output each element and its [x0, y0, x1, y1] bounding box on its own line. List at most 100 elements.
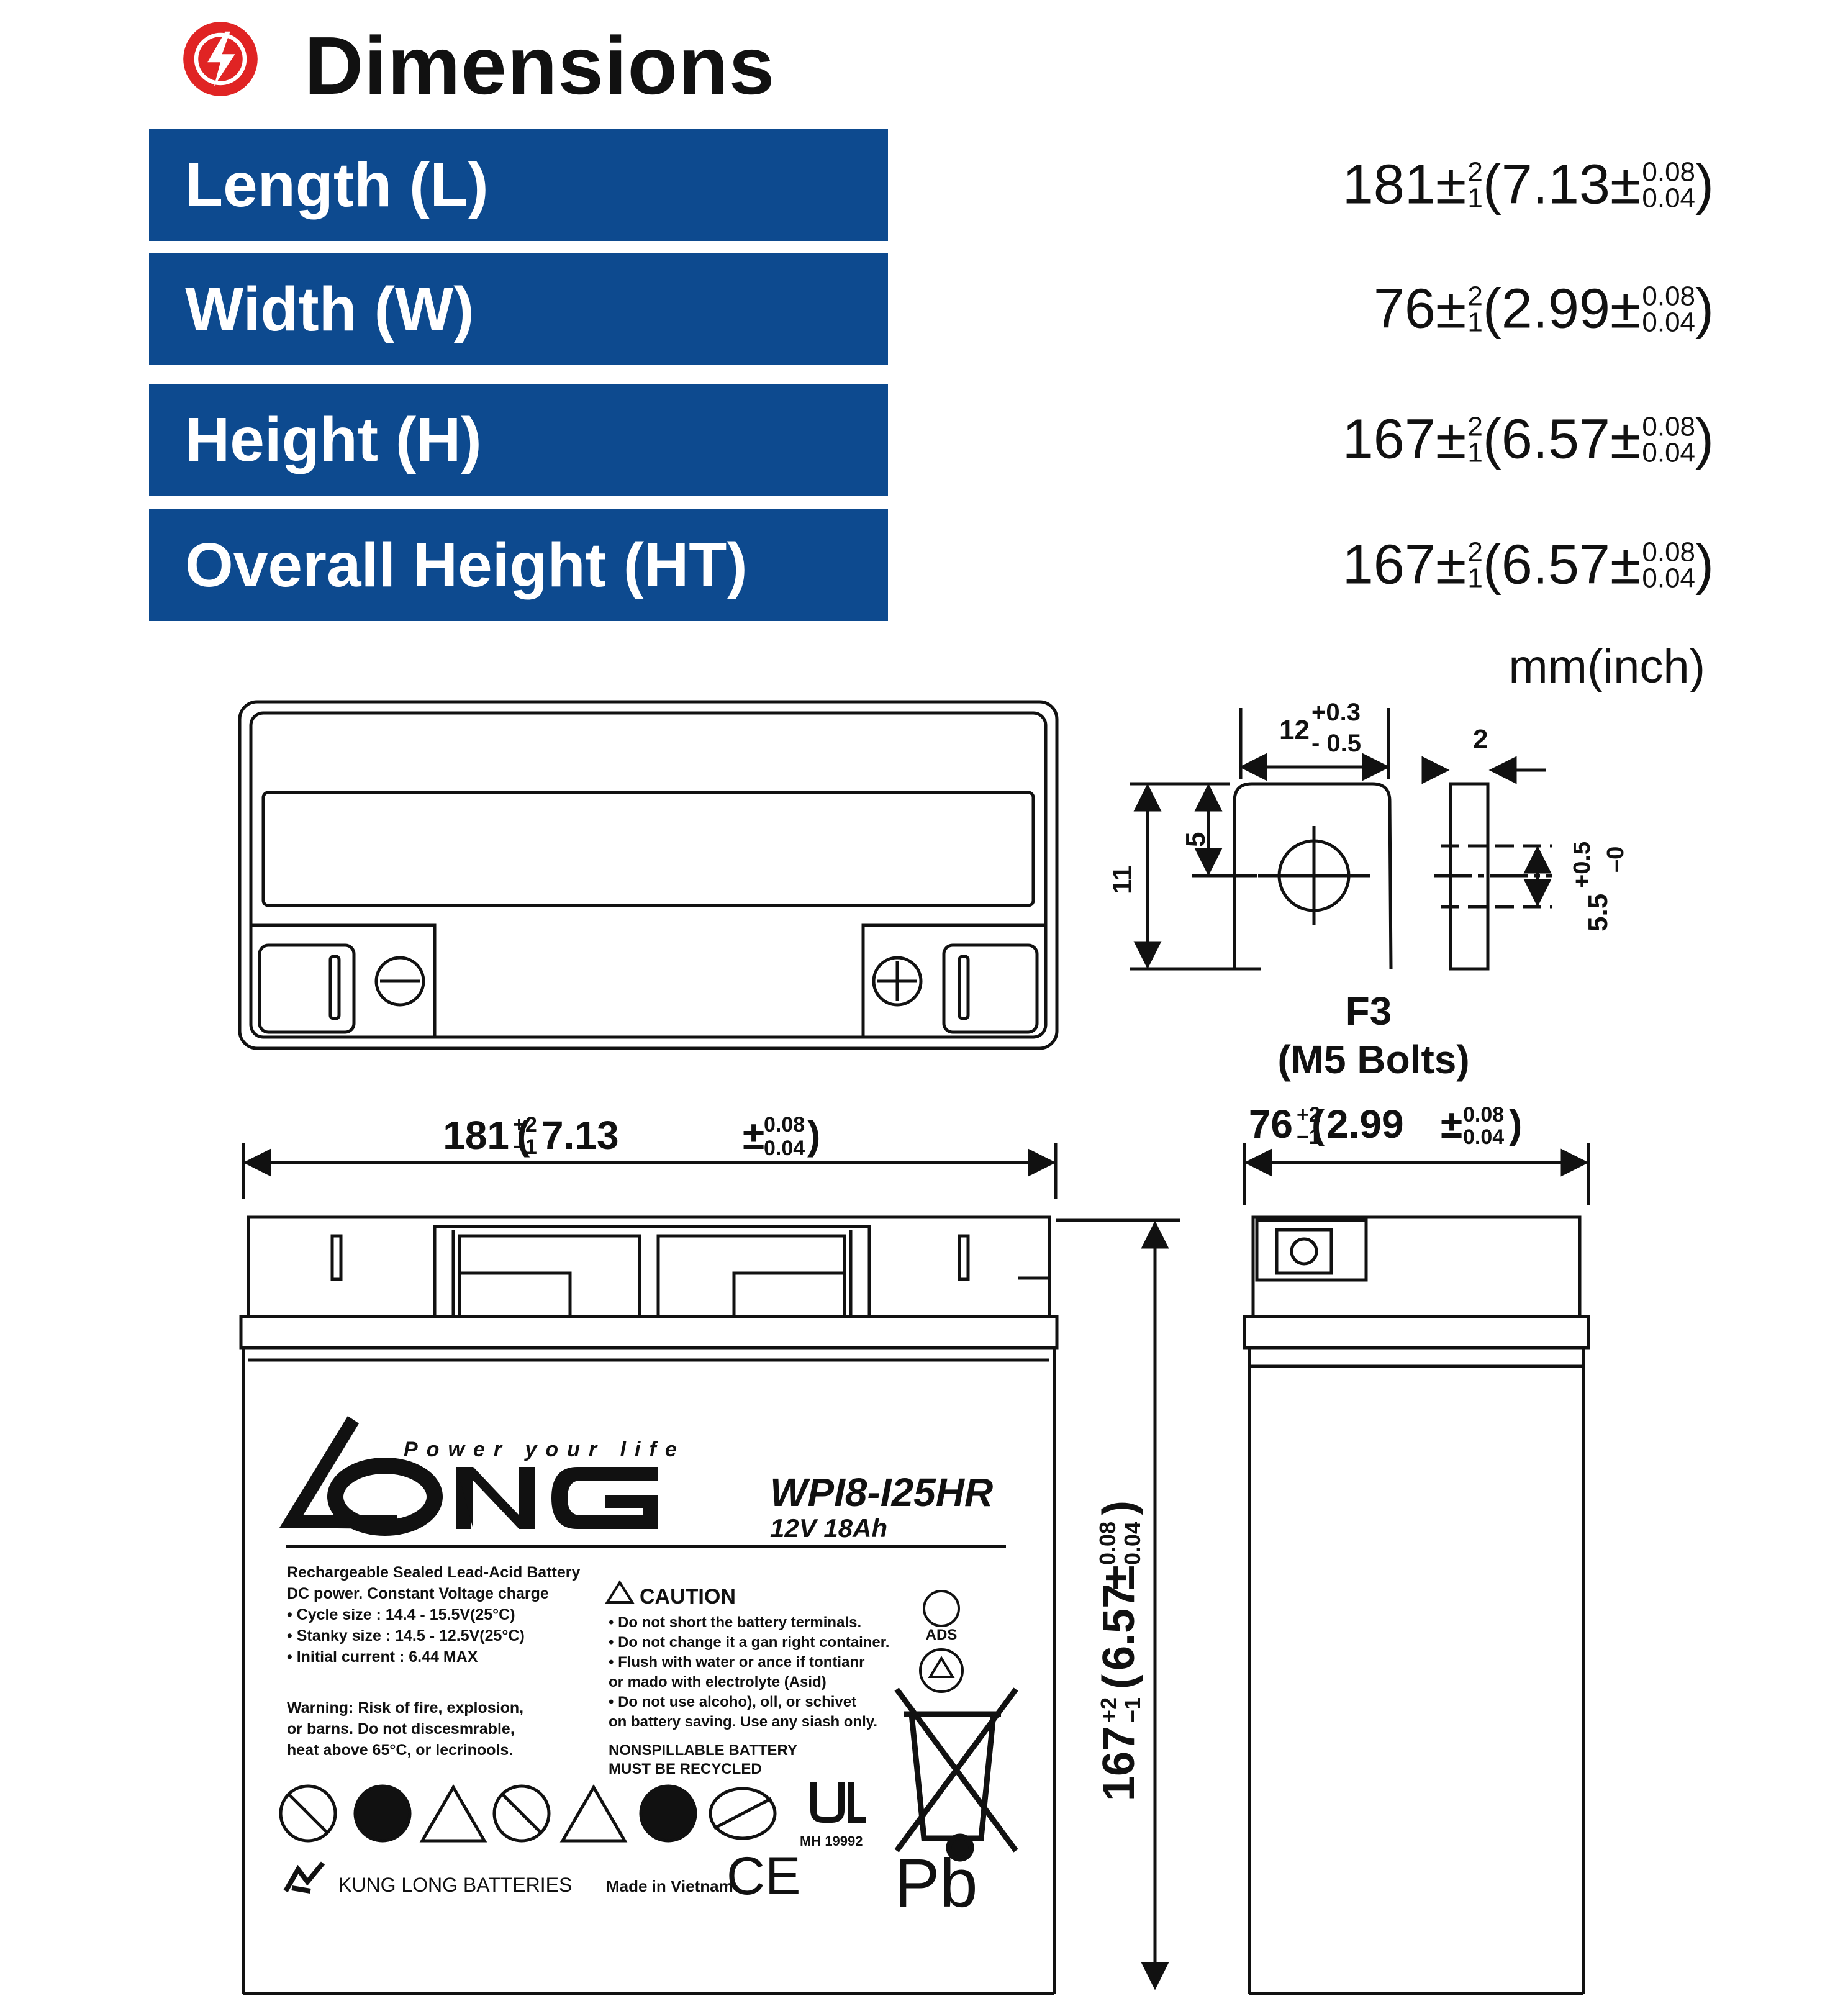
- svg-text:0.04: 0.04: [1120, 1522, 1145, 1565]
- lightning-bolt-icon: [183, 22, 258, 96]
- svg-text:±: ±: [1441, 1102, 1462, 1146]
- svg-text:• Do not change it a gan right: • Do not change it a gan right container…: [609, 1634, 889, 1651]
- svg-text:+2: +2: [1297, 1103, 1321, 1127]
- inch-value: 6.57: [1501, 408, 1610, 471]
- ads-label: ADS: [926, 1627, 958, 1643]
- svg-text:±: ±: [1094, 1565, 1144, 1590]
- tolerance-plus: 2: [1467, 411, 1483, 442]
- inch-value: 6.57: [1501, 533, 1610, 596]
- battery-technical-drawing: 12 +0.3 - 0.5 2 5 11 5.5 +0.5 –0 F3 (M5 …: [238, 699, 1629, 1995]
- svg-text:Rechargeable Sealed Lead-Acid: Rechargeable Sealed Lead-Acid Battery: [287, 1564, 580, 1581]
- tolerance-minus: 0.04: [1642, 437, 1696, 468]
- svg-text:0.08: 0.08: [1095, 1522, 1120, 1565]
- battery-front-view: [239, 1143, 1180, 1995]
- ul-code: MH 19992: [800, 1833, 863, 1849]
- model-number: WPI8-I25HR: [770, 1470, 993, 1515]
- tolerance-plus: 0.08: [1642, 157, 1696, 187]
- terminal-width-value: 12: [1279, 715, 1310, 745]
- svg-text:or mado with electrolyte (Asid: or mado with electrolyte (Asid): [609, 1674, 827, 1690]
- tolerance-plus: 2: [1467, 157, 1483, 187]
- terminal-hole-tol-minus: –0: [1603, 846, 1629, 873]
- svg-text:(: (: [517, 1113, 530, 1158]
- terminal-width-tol-plus: +0.3: [1311, 699, 1361, 726]
- caution-block: • Do not short the battery terminals. • …: [609, 1614, 889, 1730]
- mm-value: 167: [1342, 408, 1436, 471]
- svg-text:+2: +2: [1096, 1697, 1121, 1723]
- svg-text:0.04: 0.04: [1463, 1125, 1504, 1149]
- svg-text:): ): [807, 1113, 820, 1158]
- caution-title: CAUTION: [640, 1585, 736, 1609]
- terminal-hole-dia-value: 5.5: [1583, 894, 1613, 932]
- safety-icons-row: [279, 1784, 777, 1843]
- svg-text:• Stanky size : 14.5 - 12.: • Stanky size : 14.5 - 12.5V(25°C): [287, 1627, 525, 1645]
- negative-terminal-symbol: [374, 956, 425, 1007]
- tolerance-plus: 0.08: [1642, 411, 1696, 442]
- caution-triangle-icon: [605, 1580, 635, 1604]
- terminal-height-value: 11: [1107, 865, 1138, 894]
- svg-text:181: 181: [443, 1113, 509, 1158]
- svg-text:or barns. Do not discesmrable,: or barns. Do not discesmrable,: [287, 1720, 515, 1738]
- svg-text:(: (: [1094, 1674, 1144, 1689]
- svg-text:): ): [1094, 1500, 1144, 1515]
- tolerance-plus: 0.08: [1642, 537, 1696, 567]
- svg-text:76: 76: [1249, 1102, 1293, 1146]
- dimension-label: Overall Height (HT): [149, 509, 888, 621]
- svg-text:heat above 65°C, or lecrinools: heat above 65°C, or lecrinools.: [287, 1741, 513, 1759]
- inch-value: 7.13: [1501, 153, 1610, 216]
- mm-value: 181: [1342, 153, 1436, 216]
- tolerance-minus: 1: [1467, 183, 1483, 213]
- svg-text:0.08: 0.08: [1463, 1103, 1504, 1127]
- kung-long-logo-icon: [283, 1861, 325, 1894]
- tolerance-minus: 1: [1467, 563, 1483, 593]
- tolerance-minus: 1: [1467, 307, 1483, 337]
- side-width-dimension: 76 +2 −1 2.99 ( ± 0.08 0.04 ): [1249, 1102, 1523, 1149]
- page-title: Dimensions: [304, 20, 776, 111]
- tolerance-minus: 0.04: [1642, 183, 1696, 213]
- svg-text:7.13: 7.13: [541, 1113, 619, 1158]
- terminal-hole-height-value: 5: [1180, 832, 1211, 847]
- tolerance-minus: 0.04: [1642, 563, 1696, 593]
- svg-text:• Cycle size : 14.4 - 15.: • Cycle size : 14.4 - 15.5V(25°C): [287, 1606, 515, 1623]
- units-label: mm(inch): [1508, 640, 1705, 693]
- long-logo: [279, 1416, 658, 1536]
- mm-value: 76: [1373, 278, 1436, 340]
- dimension-label: Length (L): [149, 129, 888, 241]
- spec-block: Rechargeable Sealed Lead-Acid Battery DC…: [287, 1564, 580, 1666]
- svg-text:167: 167: [1094, 1726, 1144, 1801]
- svg-text:0.08: 0.08: [764, 1113, 805, 1137]
- tolerance-plus: 2: [1467, 537, 1483, 567]
- svg-text:−1: −1: [1120, 1697, 1145, 1723]
- dimension-label: Height (H): [149, 384, 888, 496]
- manufacturer-name: KUNG LONG BATTERIES: [338, 1874, 572, 1896]
- svg-text:DC power. Constant Voltage cha: DC power. Constant Voltage charge: [287, 1585, 549, 1602]
- inch-value: 2.99: [1501, 278, 1610, 340]
- made-in-label: Made in Vietnam: [606, 1877, 733, 1895]
- recycle-icon: [919, 1590, 964, 1693]
- pb-mark: Pb: [894, 1845, 978, 1922]
- brand-slogan: Power your life: [404, 1438, 686, 1461]
- front-length-dimension: 181 +2 −1 7.13 0.08 0.04 ( ) ±: [443, 1113, 820, 1160]
- svg-text:NONSPILLABLE BATTERY: NONSPILLABLE BATTERY: [609, 1742, 797, 1759]
- terminal-type-label: F3: [1346, 989, 1392, 1033]
- battery-rating: 12V 18Ah: [770, 1513, 887, 1543]
- svg-text:on battery saving. Use any sia: on battery saving. Use any siash only.: [609, 1713, 877, 1730]
- svg-text:6.57: 6.57: [1094, 1584, 1144, 1671]
- ce-mark: CE: [727, 1846, 800, 1906]
- ul-mark-icon: [810, 1782, 866, 1823]
- svg-text:• Flush with water or ance if: • Flush with water or ance if tontianr: [609, 1654, 864, 1671]
- svg-text:): ): [1509, 1102, 1522, 1146]
- height-dimension: 167 +2 −1 ( 6.57 ± 0.08 0.04 ): [1094, 1500, 1145, 1801]
